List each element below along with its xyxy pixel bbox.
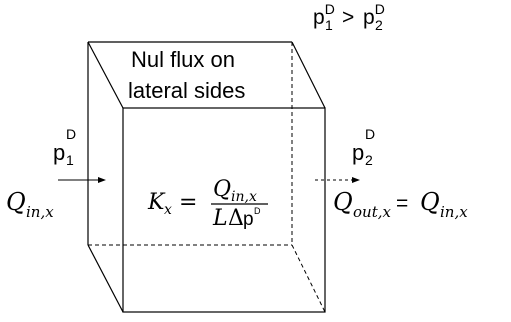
- svg-text:pD: pD: [313, 1, 335, 29]
- cube-top-left-diagonal: [87, 41, 124, 109]
- inflow-q: Q: [6, 188, 26, 216]
- cube-hidden-edges: [88, 42, 326, 313]
- formula-den-delta: Δ: [228, 206, 244, 231]
- p2-sub: 2: [375, 17, 383, 33]
- formula-den-p-sup: D: [254, 206, 261, 216]
- p2-base: p: [363, 6, 375, 29]
- formula-num-sub: in,x: [231, 189, 257, 205]
- right-pressure-sub: 2: [365, 152, 373, 168]
- left-pressure-sup: D: [66, 126, 76, 142]
- boundary-note-line2: lateral sides: [128, 78, 245, 103]
- inflow-sub: in,x: [26, 203, 54, 221]
- outflow-sub: out,x: [353, 203, 391, 221]
- outflow-rhs-q: Q: [420, 188, 440, 216]
- formula-den-p: p: [243, 209, 254, 230]
- p1-sup: D: [325, 1, 335, 17]
- cube-front-face: [122, 107, 326, 313]
- cube-bottom-left-diagonal: [87, 244, 124, 313]
- left-pressure-base: p: [53, 140, 65, 165]
- pressure-relation: pD 1 > pD 2: [313, 1, 385, 33]
- formula-k-sub: x: [164, 202, 172, 218]
- right-pressure-base: p: [352, 140, 364, 165]
- cube-bottom-right-diagonal: [291, 244, 326, 313]
- cube-top-right-diagonal: [291, 41, 326, 109]
- outflow-q: Q: [333, 188, 353, 216]
- cube-visible-edges: [87, 41, 326, 313]
- right-pressure-sup: D: [365, 126, 375, 142]
- boundary-note: Nul flux on lateral sides: [128, 47, 245, 103]
- formula-k: K: [147, 190, 166, 215]
- greater-than-sign: >: [342, 6, 354, 29]
- left-pressure-label: p D 1: [53, 126, 76, 168]
- right-pressure-label: p D 2: [352, 126, 375, 168]
- inflow-label: Q in,x: [6, 188, 54, 221]
- p2-sup: D: [375, 1, 385, 17]
- inflow-arrow: [58, 177, 106, 183]
- outflow-equals: =: [396, 192, 408, 215]
- outflow-rhs-sub: in,x: [440, 203, 468, 221]
- permeability-formula: K x = Q in,x L Δ p D: [147, 177, 268, 231]
- left-pressure-sub: 1: [66, 152, 74, 168]
- formula-den-l: L: [212, 206, 228, 231]
- svg-text:pD: pD: [363, 1, 385, 29]
- formula-equals: =: [179, 190, 197, 215]
- formula-num-q: Q: [213, 177, 231, 202]
- p1-base: p: [313, 6, 325, 29]
- outflow-arrow: [315, 177, 360, 183]
- outflow-label: Q out,x = Q in,x: [333, 188, 468, 221]
- p1-sub: 1: [325, 17, 333, 33]
- boundary-note-line1: Nul flux on: [131, 47, 235, 72]
